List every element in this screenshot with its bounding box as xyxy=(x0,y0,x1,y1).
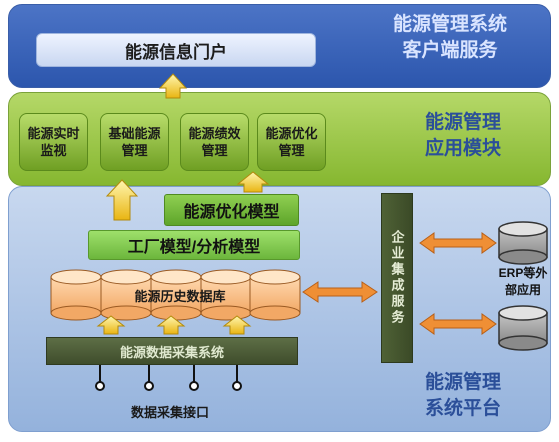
energy-info-portal-box: 能源信息门户 xyxy=(36,33,316,67)
application-layer-title-line2: 应用模块 xyxy=(424,138,501,159)
module-basic-energy-management: 基础能源管理 xyxy=(100,113,169,171)
erp-db-cylinder-top xyxy=(498,221,548,265)
factory-analysis-model-box: 工厂模型/分析模型 xyxy=(88,230,300,260)
db-cylinder-2 xyxy=(100,269,152,321)
module-energy-optimization: 能源优化管理 xyxy=(257,113,326,171)
up-arrow-modules xyxy=(105,179,139,221)
db-cylinder-1 xyxy=(50,269,102,321)
enterprise-integration-service-bar: 企业集成服务 xyxy=(381,193,413,363)
history-db-cylinders xyxy=(50,269,301,321)
db-cylinder-3 xyxy=(150,269,202,321)
application-layer-title: 能源管理 应用模块 xyxy=(388,110,538,166)
platform-layer-title: 能源管理 系统平台 xyxy=(388,370,538,426)
platform-layer-title-line2: 系统平台 xyxy=(424,398,501,419)
erp-label-line1: ERP等外 xyxy=(498,266,548,280)
bidirectional-arrow-esb-erp-bottom xyxy=(419,313,497,335)
module-energy-performance: 能源绩效管理 xyxy=(180,113,249,171)
erp-external-app-label: ERP等外 部应用 xyxy=(490,265,556,305)
platform-layer-title-line1: 能源管理 xyxy=(424,372,501,393)
up-arrow-collect-3 xyxy=(222,315,252,335)
collection-interface-label: 数据采集接口 xyxy=(130,405,209,420)
bidirectional-arrow-esb-erp-top xyxy=(419,232,497,254)
client-layer-title-line2: 客户端服务 xyxy=(402,40,498,61)
collection-interface-connectors xyxy=(95,365,242,391)
module-realtime-monitoring: 能源实时监视 xyxy=(19,113,88,171)
erp-db-cylinder-bottom xyxy=(498,305,548,351)
db-cylinder-4 xyxy=(200,269,252,321)
client-layer-title: 能源管理系统 客户端服务 xyxy=(352,12,548,68)
up-arrow-collect-1 xyxy=(96,315,126,335)
up-arrow-portal xyxy=(158,73,188,99)
data-collection-system-box: 能源数据采集系统 xyxy=(46,337,298,365)
client-layer-title-line1: 能源管理系统 xyxy=(392,14,507,35)
db-cylinder-5 xyxy=(249,269,301,321)
up-arrow-collect-2 xyxy=(156,315,186,335)
bidirectional-arrow-db-esb xyxy=(302,281,378,303)
up-arrow-optimization xyxy=(236,171,270,193)
erp-label-line2: 部应用 xyxy=(504,283,541,297)
history-db-label: 能源历史数据库 xyxy=(134,289,226,304)
energy-optimization-model-box: 能源优化模型 xyxy=(164,194,299,226)
application-layer-title-line1: 能源管理 xyxy=(424,112,501,133)
